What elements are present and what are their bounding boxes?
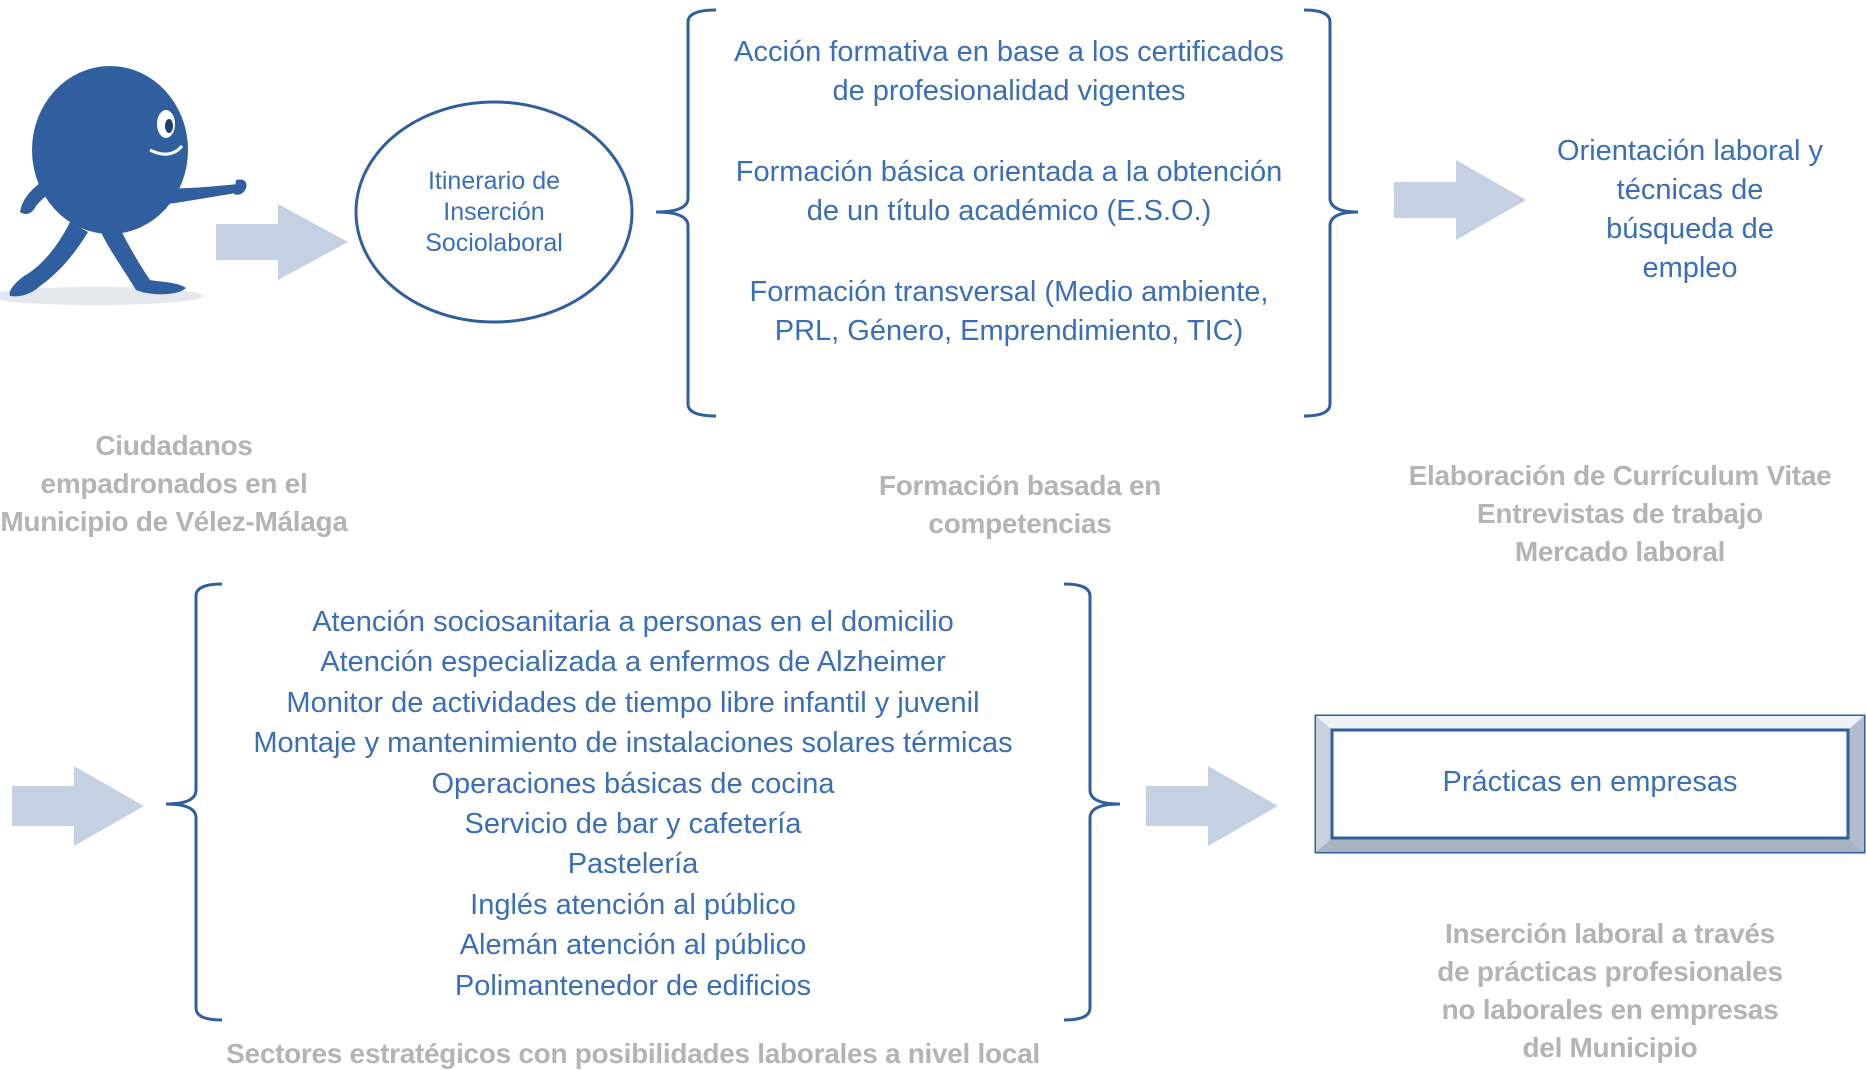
practicas-label: Prácticas en empresas <box>1442 766 1738 798</box>
itinerary-line: Sociolaboral <box>425 229 563 257</box>
orientation-label: Orientación laboral y técnicas de búsque… <box>1530 132 1850 288</box>
pointing-character-icon <box>0 66 247 305</box>
caption-line: Formación basada en <box>878 470 1162 501</box>
training-line: de profesionalidad vigentes <box>832 75 1186 107</box>
caption-line: Ciudadanos <box>95 430 253 461</box>
sector-item: Polimantenedor de edificios <box>454 969 812 1002</box>
caption-line: no laborales en empresas <box>1441 994 1779 1025</box>
training-line: Acción formativa en base a los certifica… <box>734 36 1284 68</box>
caption-line: Mercado laboral <box>1514 536 1726 567</box>
training-groups: Acción formativa en base a los certifica… <box>694 33 1324 393</box>
sectors-list: Atención sociosanitaria a personas en el… <box>200 602 1066 1006</box>
orientation-line: técnicas de <box>1616 174 1764 206</box>
sector-item: Alemán atención al público <box>459 929 807 962</box>
arrow-right-icon <box>1394 160 1526 240</box>
training-line: Formación transversal (Medio ambiente, <box>749 276 1269 308</box>
practicas-caption: Inserción laboral a través de prácticas … <box>1420 915 1800 1067</box>
sector-item: Montaje y mantenimiento de instalaciones… <box>253 727 1013 760</box>
caption-line: competencias <box>928 508 1112 539</box>
citizens-caption: Ciudadanos empadronados en el Municipio … <box>0 427 348 541</box>
sector-item: Inglés atención al público <box>470 888 796 921</box>
itinerary-line: Itinerario de <box>427 167 561 195</box>
sector-item: Pastelería <box>567 848 699 881</box>
arrow-right-icon <box>216 204 348 280</box>
caption-line: de prácticas profesionales <box>1437 956 1783 987</box>
itinerary-line: Inserción <box>443 198 545 226</box>
caption-line: del Municipio <box>1522 1032 1698 1063</box>
training-line: de un título académico (E.S.O.) <box>806 195 1212 227</box>
sector-item: Monitor de actividades de tiempo libre i… <box>286 686 980 719</box>
itinerary-label: Itinerario de Inserción Sociolaboral <box>370 166 618 259</box>
sector-item: Atención especializada a enfermos de Alz… <box>320 646 946 679</box>
caption-line: Elaboración de Currículum Vitae <box>1408 460 1832 491</box>
sector-item: Atención sociosanitaria a personas en el… <box>312 606 954 638</box>
training-line: PRL, Género, Emprendimiento, TIC) <box>774 315 1244 347</box>
itinerary-ellipse <box>354 100 634 324</box>
orientation-line: empleo <box>1642 252 1738 284</box>
sector-item: Operaciones básicas de cocina <box>431 767 835 800</box>
orientation-line: búsqueda de <box>1606 213 1774 245</box>
orientation-caption: Elaboración de Currículum Vitae Entrevis… <box>1390 457 1850 571</box>
training-group: Acción formativa en base a los certifica… <box>694 33 1324 111</box>
arrow-right-icon <box>12 766 144 846</box>
sector-item: Servicio de bar y cafetería <box>464 808 802 841</box>
sectors-caption: Sectores estratégicos con posibilidades … <box>226 1038 1040 1069</box>
caption-line: Inserción laboral a través <box>1445 918 1775 949</box>
training-group: Formación básica orientada a la obtenció… <box>694 153 1324 231</box>
arrow-right-icon <box>1146 766 1278 846</box>
practicas-frame <box>1314 714 1866 854</box>
caption-line: Municipio de Vélez-Málaga <box>0 506 348 537</box>
orientation-line: Orientación laboral y <box>1557 135 1823 167</box>
caption-line: empadronados en el <box>40 468 308 499</box>
training-line: Formación básica orientada a la obtenció… <box>735 156 1283 188</box>
training-group: Formación transversal (Medio ambiente, P… <box>694 273 1324 351</box>
caption-line: Entrevistas de trabajo <box>1477 498 1763 529</box>
training-caption: Formación basada en competencias <box>840 467 1200 543</box>
